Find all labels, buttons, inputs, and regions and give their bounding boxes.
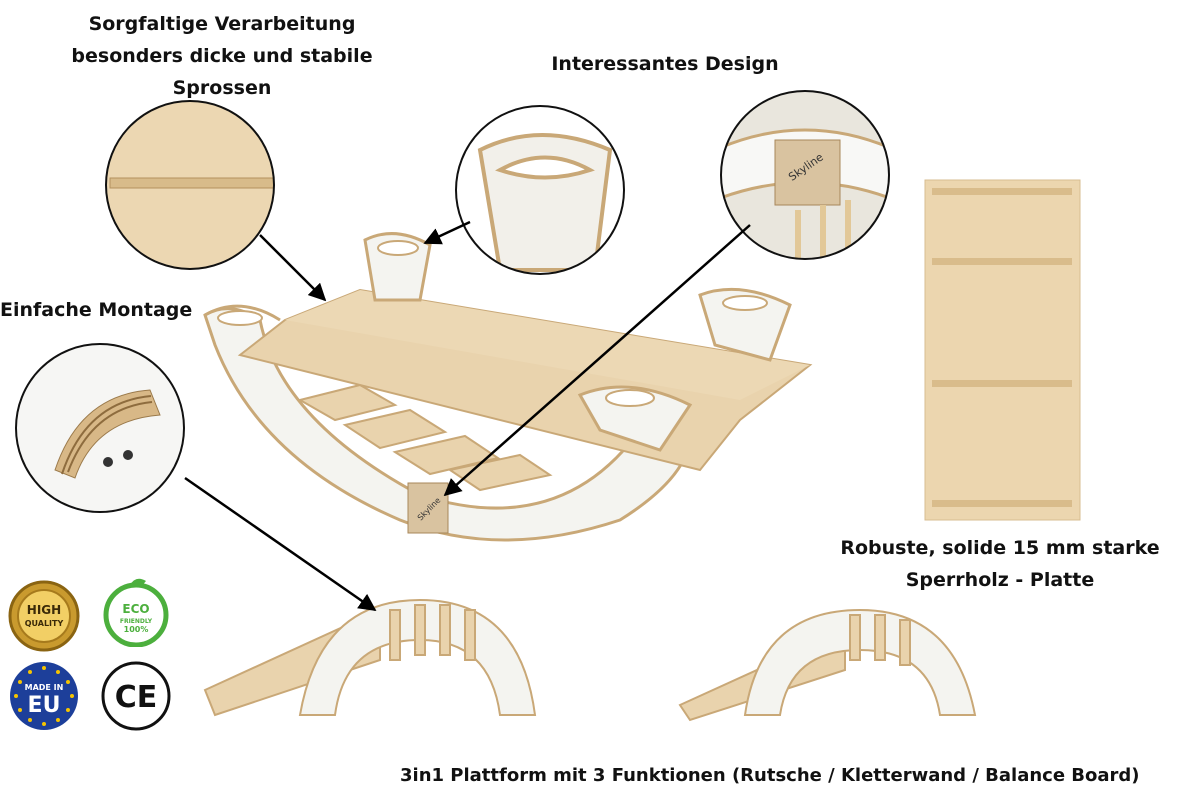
- bottom-caption: 3in1 Plattform mit 3 Funktionen (Rutsche…: [400, 765, 1140, 786]
- caption-line: Robuste, solide 15 mm starke: [840, 537, 1160, 559]
- callout-arrows: [184, 220, 751, 612]
- zoom-plywood-layers: [15, 343, 185, 513]
- badge-text: MADE IN: [25, 683, 64, 692]
- zoom-handle: [455, 105, 625, 275]
- high-quality-badge-icon: HIGH QUALITY: [8, 580, 80, 652]
- top-left-caption: Sorgfaltige Verarbeitung besonders dicke…: [62, 8, 382, 104]
- caption-line: Sprossen: [172, 77, 272, 99]
- ce-mark-icon: CE: [101, 661, 171, 731]
- badge-text: 100%: [124, 625, 149, 634]
- main-rocker: Skyline: [203, 232, 813, 542]
- badge-text: EU: [28, 693, 61, 718]
- caption-line: Sperrholz - Platte: [905, 569, 1095, 591]
- badge-text: ECO: [122, 602, 149, 616]
- badge-text: HIGH: [27, 603, 61, 617]
- climbing-wall-panel: [924, 179, 1081, 521]
- badge-text: FRIENDLY: [120, 618, 153, 625]
- badge-text: CE: [115, 680, 158, 715]
- zoom-slat: [105, 100, 275, 270]
- caption-line: Sorgfaltige Verarbeitung: [88, 13, 356, 35]
- eco-friendly-badge-icon: ECO FRIENDLY 100%: [103, 578, 169, 647]
- design-caption: Interessantes Design: [551, 53, 779, 75]
- slide-variant-right: [678, 608, 977, 722]
- robust-caption: Robuste, solide 15 mm starke Sperrholz -…: [835, 532, 1165, 596]
- slide-variant-left: [203, 598, 537, 717]
- badge-text: QUALITY: [25, 619, 64, 628]
- montage-caption: Einfache Montage: [0, 299, 193, 321]
- caption-line: besonders dicke und stabile: [71, 45, 373, 67]
- made-in-eu-badge-icon: MADE IN EU: [10, 662, 78, 730]
- zoom-brand-plate: Skyline: [720, 90, 890, 260]
